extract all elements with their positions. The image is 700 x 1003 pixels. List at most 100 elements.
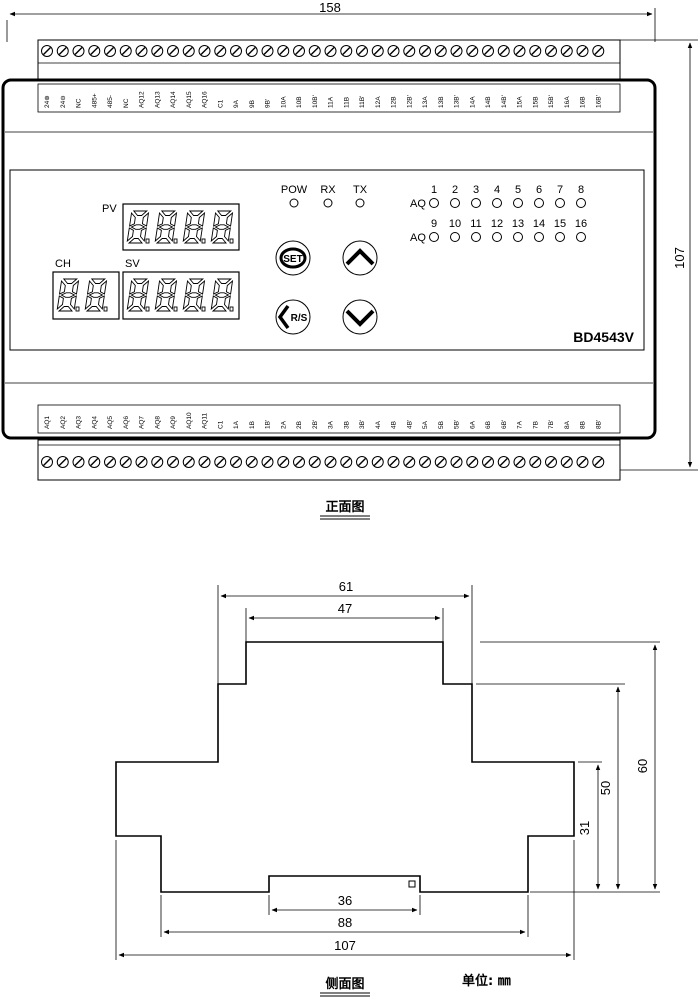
terminal-screw-icon — [371, 45, 384, 57]
terminal-label: 15B — [532, 96, 539, 108]
aq-led — [555, 232, 565, 242]
set-button[interactable]: SET — [275, 240, 311, 276]
terminal-screw-icon — [419, 45, 431, 57]
terminal-screw-icon — [529, 456, 542, 468]
terminal-label: 24⊖ — [60, 95, 67, 108]
terminal-label: 8B' — [595, 420, 602, 429]
terminal-screw-icon — [230, 45, 242, 57]
aq-channel-label: 7 — [557, 184, 563, 196]
aq-channel-label: 11 — [470, 218, 481, 230]
terminal-screw-icon — [371, 456, 384, 468]
aq-led — [492, 232, 502, 242]
terminal-label: AQ6 — [123, 416, 130, 429]
aq-led — [513, 198, 523, 208]
aq-led — [555, 198, 565, 208]
terminal-label: 2B' — [312, 420, 319, 429]
terminal-label: NC — [123, 98, 130, 108]
terminal-label: 3A — [328, 420, 335, 429]
terminal-screw-icon — [167, 456, 179, 468]
terminal-screw-icon — [135, 456, 148, 468]
sv-digits — [126, 278, 234, 312]
terminal-screw-icon — [434, 456, 447, 468]
terminal-screw-icon — [592, 45, 605, 57]
tx-led — [355, 198, 365, 208]
terminal-screw-icon — [466, 45, 479, 57]
terminal-label: 6A — [469, 420, 476, 429]
terminal-label: AQ3 — [76, 416, 83, 429]
terminal-screw-icon — [419, 456, 431, 468]
terminal-screw-icon — [167, 45, 179, 57]
terminal-screw-icon — [72, 456, 85, 468]
terminal-label: AQ9 — [170, 416, 177, 429]
terminal-label: AQ1 — [44, 416, 51, 429]
rx-label: RX — [320, 184, 336, 196]
aq-channel-label: 9 — [431, 218, 437, 230]
terminal-screw-icon — [308, 456, 321, 468]
seven-segment-digit-icon — [154, 278, 178, 312]
dim-107: 107 — [334, 938, 356, 953]
aq-led — [471, 232, 481, 242]
terminal-label: 5B' — [454, 420, 461, 429]
terminal-label: AQ8 — [154, 416, 161, 429]
top-terminal-label-strip — [37, 83, 621, 113]
terminal-screw-icon — [198, 456, 211, 468]
chevron-up-icon — [345, 248, 375, 266]
terminal-screw-icon — [182, 456, 195, 468]
terminal-label: 485+ — [91, 93, 98, 108]
front-view-caption: 正面图 — [325, 500, 364, 515]
terminal-label: 16A — [564, 96, 571, 108]
aq-channel-label: 12 — [491, 218, 503, 230]
aq-channel-label: 15 — [554, 218, 566, 230]
down-button[interactable] — [342, 299, 378, 335]
bottom-terminal-label-strip — [37, 404, 621, 434]
terminal-label: 9B' — [265, 99, 272, 108]
dim-31: 31 — [577, 821, 592, 835]
terminal-screw-icon — [214, 456, 227, 468]
tx-label: TX — [353, 184, 368, 196]
terminal-screw-icon — [293, 45, 305, 57]
up-button[interactable] — [342, 240, 378, 276]
terminal-label: AQ10 — [186, 412, 193, 429]
terminal-label: C1 — [217, 99, 224, 108]
aq-channel-label: 13 — [512, 218, 524, 230]
seven-segment-digit-icon — [126, 278, 150, 312]
terminal-screw-icon — [230, 456, 242, 468]
terminal-screw-icon — [545, 45, 557, 57]
terminal-label: 4B' — [406, 420, 413, 429]
terminal-screw-icon — [104, 456, 116, 468]
din-clip-notch — [408, 880, 416, 888]
terminal-label: AQ16 — [202, 91, 209, 108]
ch-digits — [56, 278, 108, 312]
pow-led — [289, 198, 299, 208]
aq-channel-label: 16 — [575, 218, 587, 230]
bottom-screw-row — [41, 456, 605, 468]
terminal-screw-icon — [277, 456, 290, 468]
terminal-screw-icon — [324, 456, 337, 468]
terminal-label: 12A — [375, 96, 382, 108]
terminal-screw-icon — [135, 45, 148, 57]
terminal-label: C1 — [217, 420, 224, 429]
pv-label: PV — [102, 203, 117, 215]
terminal-label: AQ13 — [154, 91, 161, 108]
terminal-screw-icon — [592, 456, 605, 468]
terminal-screw-icon — [576, 45, 589, 57]
terminal-screw-icon — [450, 456, 463, 468]
seven-segment-digit-icon — [182, 278, 206, 312]
terminal-screw-icon — [41, 45, 53, 57]
terminal-screw-icon — [88, 45, 101, 57]
rs-button[interactable]: R/S — [275, 299, 311, 335]
terminal-label: 10B — [296, 96, 303, 108]
rx-led — [323, 198, 333, 208]
aq-row1-label: AQ — [410, 198, 426, 210]
terminal-screw-icon — [340, 45, 353, 57]
terminal-label: NC — [76, 98, 83, 108]
terminal-label: 5B — [438, 421, 445, 429]
terminal-label: 7A — [517, 420, 524, 429]
terminal-label: AQ4 — [91, 416, 98, 429]
terminal-label: 12B' — [406, 95, 413, 108]
terminal-screw-icon — [513, 456, 526, 468]
